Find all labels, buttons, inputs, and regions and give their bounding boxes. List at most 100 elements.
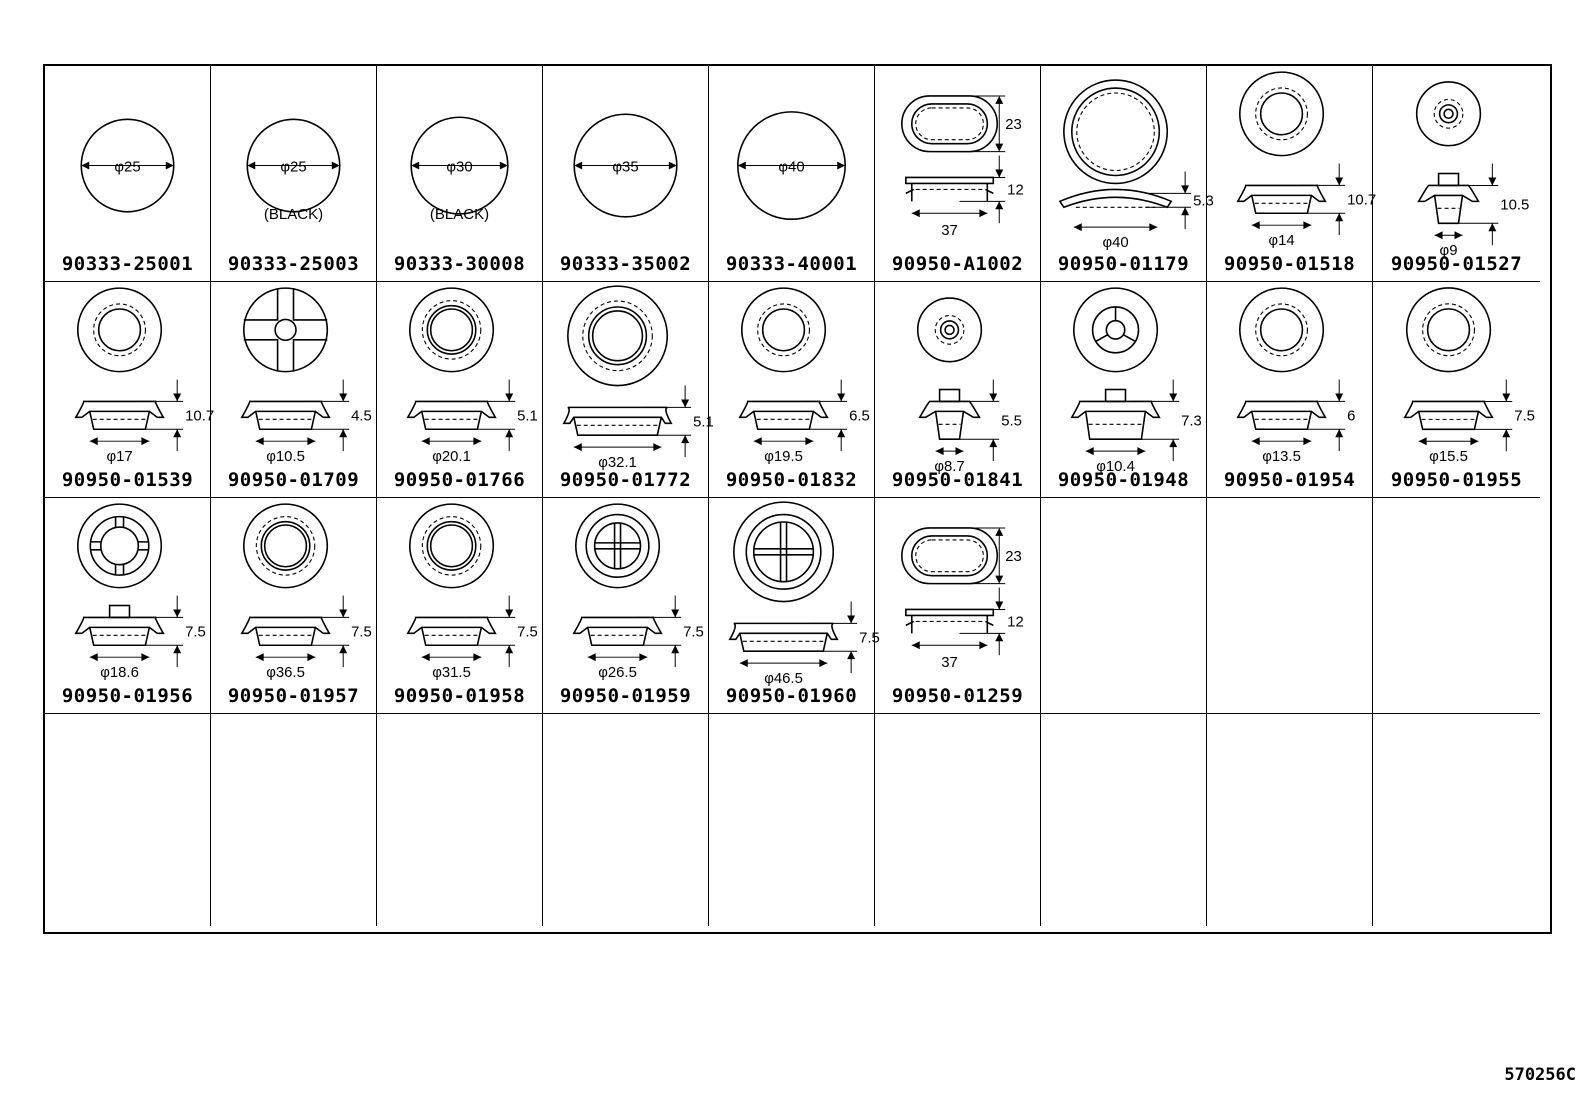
grommet-side-body [1084,411,1147,440]
arrowhead [1418,437,1427,446]
arrowhead [307,653,316,662]
dimension-label: 37 [941,655,958,671]
part-number[interactable]: 90333-30008 [393,253,526,275]
part-number[interactable]: 90950-01179 [1057,253,1190,275]
dimension-label: 7.5 [859,630,880,646]
part-number[interactable]: 90950-A1002 [891,253,1024,275]
empty-cell [1207,498,1373,714]
grommet-top-outer [1063,79,1169,185]
part-number[interactable]: 90950-01841 [891,469,1024,491]
part-number[interactable]: 90950-01959 [559,685,692,707]
arrowhead [473,653,482,662]
empty-cell [1041,498,1207,714]
arrowhead [1073,223,1082,232]
part-number[interactable]: 90950-01960 [725,685,858,707]
diameter-label: φ25 [114,160,140,176]
part-number[interactable]: 90950-01832 [725,469,858,491]
part-number[interactable]: 90333-35002 [559,253,692,275]
part-number[interactable]: 90950-01259 [891,685,1024,707]
part-number[interactable]: 90950-01954 [1223,469,1356,491]
grommet-top-hole [1259,92,1304,136]
empty-cell [211,714,377,926]
arrowhead [995,575,1004,584]
part-number[interactable]: 90950-01948 [1057,469,1190,491]
arrowhead [837,393,846,402]
dimension-label: 12 [1007,182,1024,198]
part-number[interactable]: 90950-01955 [1390,469,1523,491]
part-number[interactable]: 90950-01957 [227,685,360,707]
grommet-side-body [573,417,663,437]
oval-grommet-top-inner [910,103,989,145]
arrowhead [339,393,348,402]
part-number[interactable]: 90333-25003 [227,253,360,275]
empty-cell [377,714,543,926]
part-number[interactable]: 90333-40001 [725,253,858,275]
arrowhead [411,161,420,170]
part-number[interactable]: 90950-01956 [61,685,194,707]
part-number[interactable]: 90950-01518 [1223,253,1356,275]
part-number[interactable]: 90950-01709 [227,469,360,491]
grommet-top-hole [593,522,642,570]
dimension-label: φ10.4 [1096,459,1135,475]
part-number[interactable]: 90950-01766 [393,469,526,491]
grommet-top-hole [591,310,644,362]
oval-grommet-side-body [905,183,994,202]
part-cell: φ25 90333-25001 [45,66,211,282]
arrowhead [911,641,920,650]
dimension-label: 10.5 [1500,196,1529,213]
grommet-side-body [739,633,829,653]
grommet-hidden-edge [934,315,965,345]
grommet-hidden-edge [757,303,810,357]
arrowhead [681,435,690,444]
grommet-side-flange [74,616,165,635]
grommet-side-flange [728,622,839,641]
diameter-label: φ30 [446,160,472,176]
arrowhead [173,609,182,618]
arrowhead [819,659,828,668]
dimension-label: 37 [941,223,958,239]
part-drawing: φ25 [246,118,341,213]
grommet-top-hole [429,308,474,352]
arrowhead [1335,177,1344,186]
part-number[interactable]: 90950-01958 [393,685,526,707]
grommet-top-outer [1073,287,1159,373]
empty-cell [1373,498,1540,714]
arrowhead [935,447,944,456]
grommet-center-hole [1443,108,1454,120]
part-number[interactable]: 90950-01772 [559,469,692,491]
grommet-cross-ribs [753,522,814,582]
part-number[interactable]: 90950-01527 [1390,253,1523,275]
grommet-top-hole [263,524,308,568]
grommet-top-outer [916,297,983,363]
arrowhead [1335,213,1344,222]
oval-grommet-top-inner [910,535,989,577]
arrowhead [1251,437,1260,446]
grommet-top-ring [587,306,648,366]
grommet-side-body [752,411,815,431]
grommet-side-flange [1403,400,1494,419]
arrowhead [671,645,680,654]
grommet-side-body [1250,411,1313,431]
dimension-label: 7.5 [351,624,372,640]
grommet-top-outer [409,503,495,589]
part-number[interactable]: 90333-25001 [61,253,194,275]
dimension-label: φ40 [1102,235,1128,251]
dimension-label: 6.5 [849,408,870,424]
part-number[interactable]: 90950-01539 [61,469,194,491]
grommet-side-boss [938,388,961,403]
part-cell: φ30(BLACK)90333-30008 [377,66,543,282]
arrowhead [473,437,482,446]
oval-grommet-top-outer [901,527,999,585]
dimension-label: φ36.5 [266,665,305,681]
grommet-side-flange [738,400,829,419]
arrowhead [499,161,508,170]
